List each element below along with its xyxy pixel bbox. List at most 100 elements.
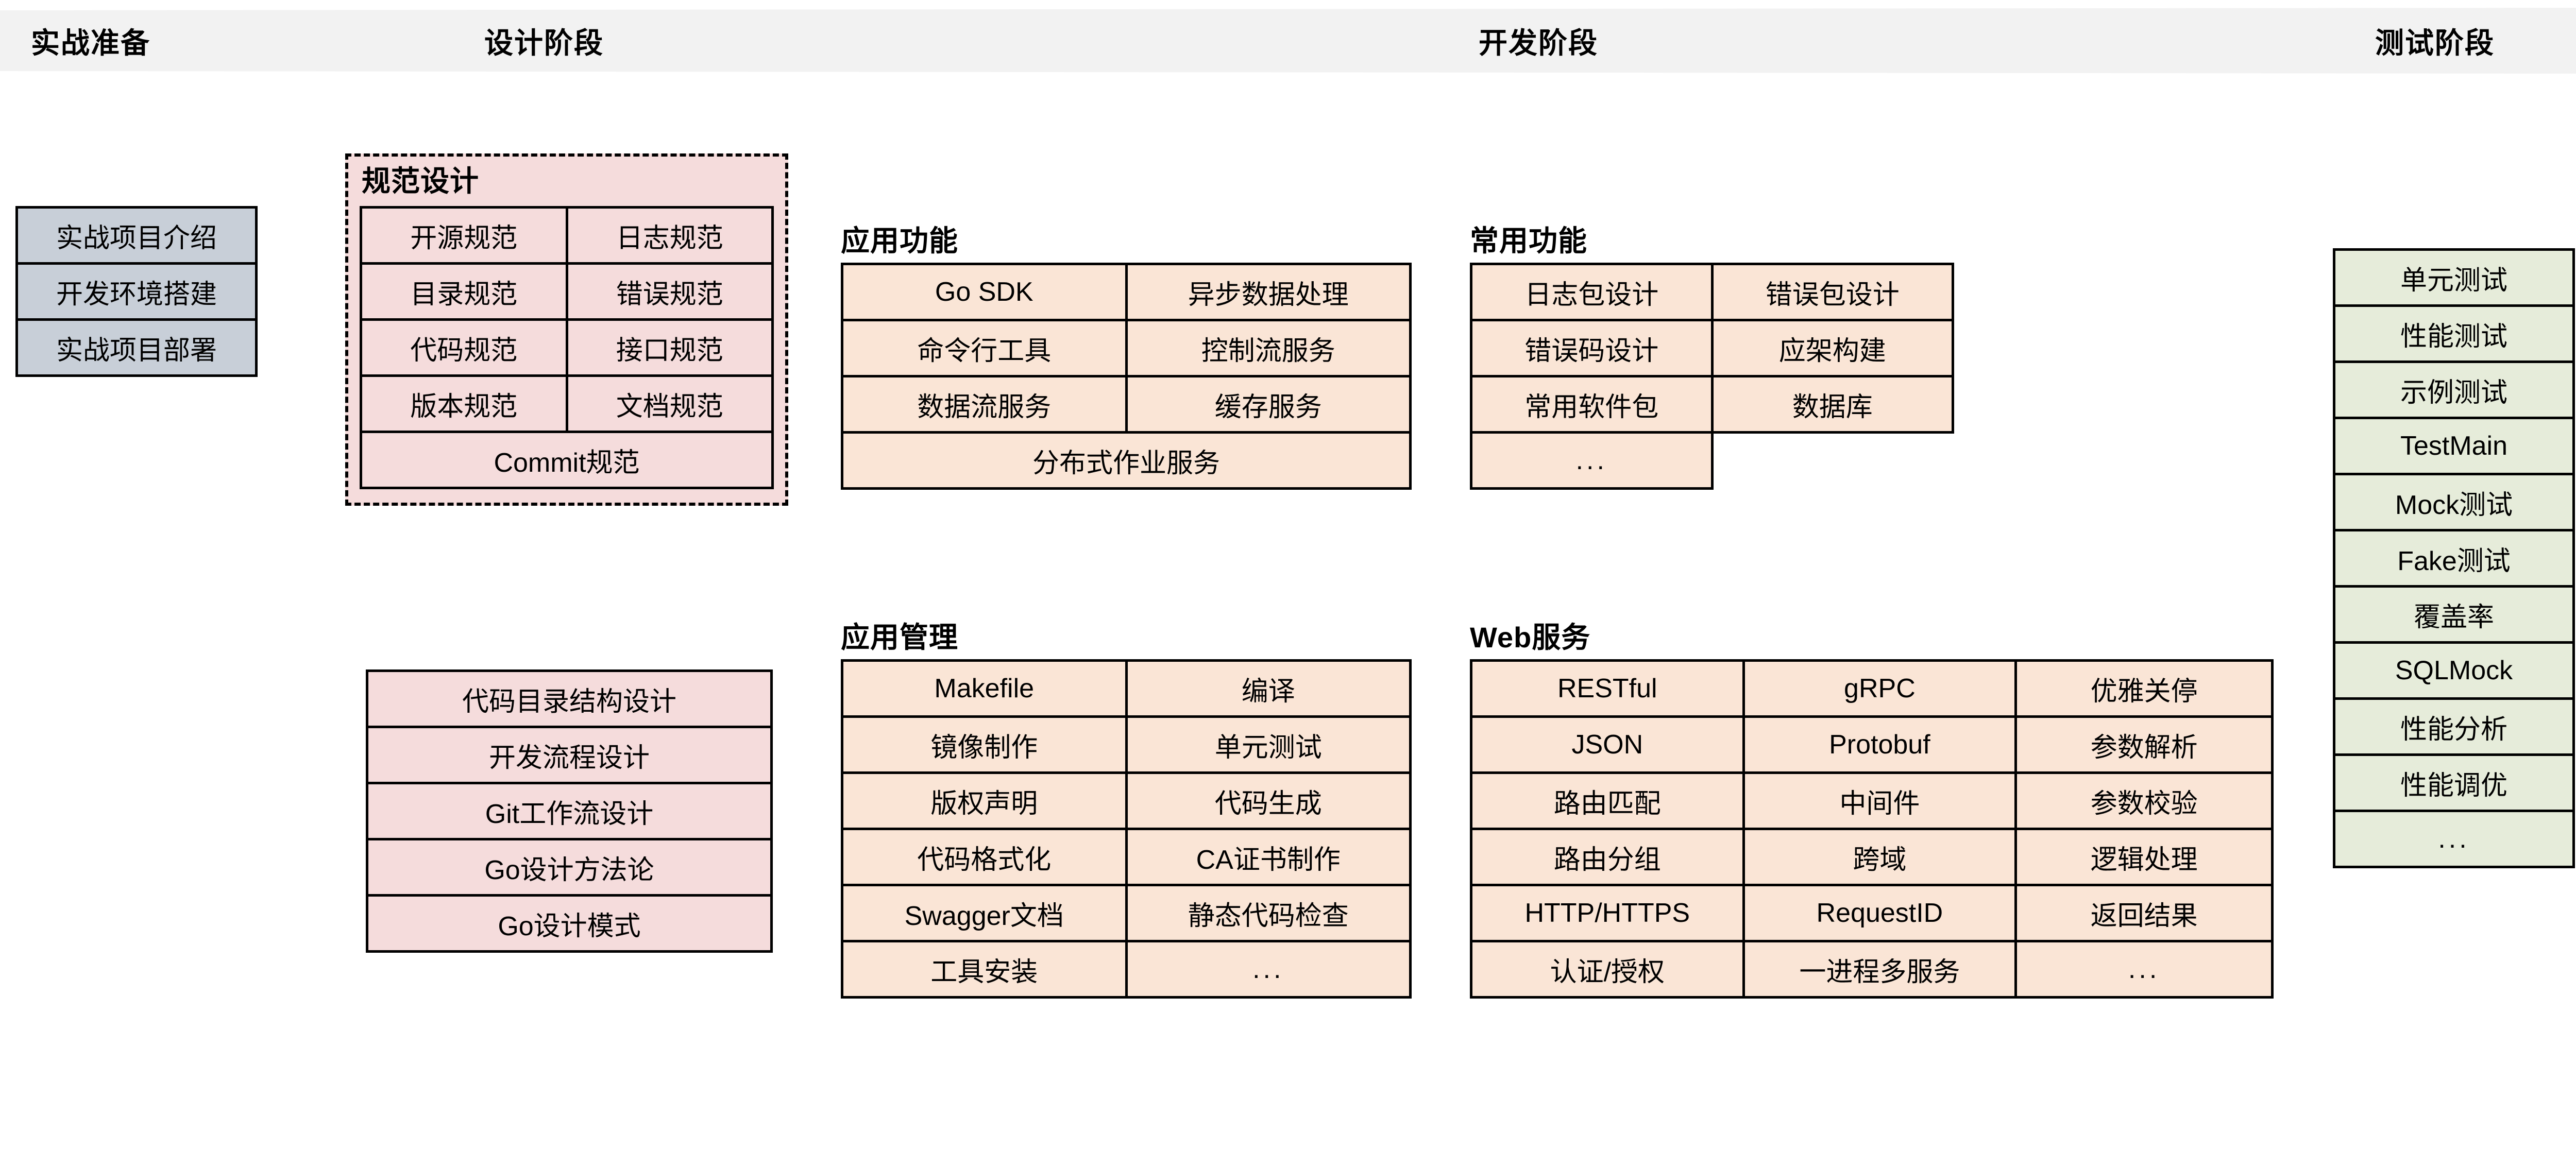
design-item-4[interactable]: Go设计模式	[366, 894, 773, 953]
table-row[interactable]: Commit规范	[360, 431, 774, 489]
spec-cell-directory[interactable]: 目录规范	[360, 262, 568, 321]
table-row[interactable]: 覆盖率	[2333, 585, 2575, 644]
app-manage-compile[interactable]: 编译	[1125, 659, 1412, 718]
design-item-2[interactable]: Git工作流设计	[366, 782, 773, 840]
table-row[interactable]: 工具安装 ...	[841, 940, 1412, 999]
test-item-0[interactable]: 单元测试	[2333, 248, 2575, 307]
web-param-validate[interactable]: 参数校验	[2014, 771, 2274, 830]
table-row[interactable]: 镜像制作 单元测试	[841, 715, 1412, 774]
design-item-3[interactable]: Go设计方法论	[366, 838, 773, 897]
spec-cell-version[interactable]: 版本规范	[360, 374, 568, 433]
spec-cell-interface[interactable]: 接口规范	[565, 318, 774, 377]
table-row[interactable]: TestMain	[2333, 417, 2575, 475]
spec-cell-code[interactable]: 代码规范	[360, 318, 568, 377]
app-feature-distributed-job[interactable]: 分布式作业服务	[841, 431, 1412, 490]
web-route-match[interactable]: 路由匹配	[1470, 771, 1745, 830]
app-manage-more[interactable]: ...	[1125, 940, 1412, 999]
web-json[interactable]: JSON	[1470, 715, 1745, 774]
table-row[interactable]: Go SDK 异步数据处理	[841, 263, 1412, 321]
table-row[interactable]: Fake测试	[2333, 529, 2575, 588]
app-manage-makefile[interactable]: Makefile	[841, 659, 1128, 718]
table-row[interactable]: 命令行工具 控制流服务	[841, 319, 1412, 377]
table-row[interactable]: 示例测试	[2333, 360, 2575, 419]
spec-cell-doc[interactable]: 文档规范	[565, 374, 774, 433]
test-item-8[interactable]: 性能分析	[2333, 697, 2575, 756]
spec-cell-open-source[interactable]: 开源规范	[360, 206, 568, 265]
app-manage-unit-test[interactable]: 单元测试	[1125, 715, 1412, 774]
web-protobuf[interactable]: Protobuf	[1742, 715, 2018, 774]
spec-cell-log[interactable]: 日志规范	[565, 206, 774, 265]
app-manage-image-build[interactable]: 镜像制作	[841, 715, 1128, 774]
web-restful[interactable]: RESTful	[1470, 659, 1745, 718]
test-item-6[interactable]: 覆盖率	[2333, 585, 2575, 644]
table-row[interactable]: ...	[2333, 810, 2575, 868]
test-item-5[interactable]: Fake测试	[2333, 529, 2575, 588]
app-feature-cache[interactable]: 缓存服务	[1125, 375, 1412, 434]
app-manage-format[interactable]: 代码格式化	[841, 828, 1128, 886]
table-row[interactable]: HTTP/HTTPS RequestID 返回结果	[1470, 884, 2274, 942]
app-manage-static-check[interactable]: 静态代码检查	[1125, 884, 1412, 942]
app-manage-ca-cert[interactable]: CA证书制作	[1125, 828, 1412, 886]
web-graceful-shutdown[interactable]: 优雅关停	[2014, 659, 2274, 718]
table-row[interactable]: 代码格式化 CA证书制作	[841, 828, 1412, 886]
common-feature-more[interactable]: ...	[1470, 431, 1714, 490]
web-multi-service[interactable]: 一进程多服务	[1742, 940, 2018, 999]
test-item-more[interactable]: ...	[2333, 810, 2575, 868]
table-row[interactable]: Git工作流设计	[366, 782, 773, 840]
table-row[interactable]: 性能测试	[2333, 304, 2575, 363]
table-row[interactable]: Swagger文档 静态代码检查	[841, 884, 1412, 942]
table-row[interactable]: ...	[1470, 431, 1953, 490]
test-item-2[interactable]: 示例测试	[2333, 360, 2575, 419]
test-item-3[interactable]: TestMain	[2333, 417, 2575, 475]
test-item-4[interactable]: Mock测试	[2333, 473, 2575, 531]
app-feature-data-stream[interactable]: 数据流服务	[841, 375, 1128, 434]
common-feature-log-pkg[interactable]: 日志包设计	[1470, 263, 1714, 321]
web-middleware[interactable]: 中间件	[1742, 771, 2018, 830]
web-param-parse[interactable]: 参数解析	[2014, 715, 2274, 774]
prep-item-1[interactable]: 开发环境搭建	[15, 262, 258, 321]
table-row[interactable]: 开发流程设计	[366, 726, 773, 784]
app-feature-async-data[interactable]: 异步数据处理	[1125, 263, 1412, 321]
web-route-group[interactable]: 路由分组	[1470, 828, 1745, 886]
web-logic[interactable]: 逻辑处理	[2014, 828, 2274, 886]
table-row[interactable]: 路由匹配 中间件 参数校验	[1470, 771, 2274, 830]
common-feature-packages[interactable]: 常用软件包	[1470, 375, 1714, 434]
prep-item-2[interactable]: 实战项目部署	[15, 318, 258, 377]
web-cors[interactable]: 跨域	[1742, 828, 2018, 886]
table-row[interactable]: 目录规范 错误规范	[360, 262, 774, 321]
web-request-id[interactable]: RequestID	[1742, 884, 2018, 942]
table-row[interactable]: 代码目录结构设计	[366, 669, 773, 728]
common-feature-error-code[interactable]: 错误码设计	[1470, 319, 1714, 377]
web-response[interactable]: 返回结果	[2014, 884, 2274, 942]
table-row[interactable]: 版本规范 文档规范	[360, 374, 774, 433]
app-feature-go-sdk[interactable]: Go SDK	[841, 263, 1128, 321]
table-row[interactable]: 代码规范 接口规范	[360, 318, 774, 377]
table-row[interactable]: Go设计模式	[366, 894, 773, 953]
table-row[interactable]: 单元测试	[2333, 248, 2575, 307]
table-row[interactable]: 常用软件包 数据库	[1470, 375, 1954, 434]
prep-item-0[interactable]: 实战项目介绍	[15, 206, 258, 265]
app-manage-swagger[interactable]: Swagger文档	[841, 884, 1128, 942]
web-http-https[interactable]: HTTP/HTTPS	[1470, 884, 1745, 942]
test-item-7[interactable]: SQLMock	[2333, 641, 2575, 700]
table-row[interactable]: 版权声明 代码生成	[841, 771, 1412, 830]
design-item-1[interactable]: 开发流程设计	[366, 726, 773, 784]
table-row[interactable]: 开源规范 日志规范	[360, 206, 774, 265]
common-feature-scaffold[interactable]: 应架构建	[1710, 319, 1954, 377]
table-row[interactable]: 性能分析	[2333, 697, 2575, 756]
test-item-1[interactable]: 性能测试	[2333, 304, 2575, 363]
table-row[interactable]: 实战项目部署	[15, 318, 258, 377]
common-feature-error-pkg[interactable]: 错误包设计	[1710, 263, 1954, 321]
web-auth[interactable]: 认证/授权	[1470, 940, 1745, 999]
table-row[interactable]: 实战项目介绍	[15, 206, 258, 265]
table-row[interactable]: RESTful gRPC 优雅关停	[1470, 659, 2274, 718]
spec-cell-commit[interactable]: Commit规范	[360, 431, 774, 489]
table-row[interactable]: 数据流服务 缓存服务	[841, 375, 1412, 434]
spec-cell-error[interactable]: 错误规范	[565, 262, 774, 321]
table-row[interactable]: 错误码设计 应架构建	[1470, 319, 1954, 377]
table-row[interactable]: 开发环境搭建	[15, 262, 258, 321]
table-row[interactable]: 性能调优	[2333, 753, 2575, 812]
test-item-9[interactable]: 性能调优	[2333, 753, 2575, 812]
app-manage-codegen[interactable]: 代码生成	[1125, 771, 1412, 830]
web-grpc[interactable]: gRPC	[1742, 659, 2018, 718]
